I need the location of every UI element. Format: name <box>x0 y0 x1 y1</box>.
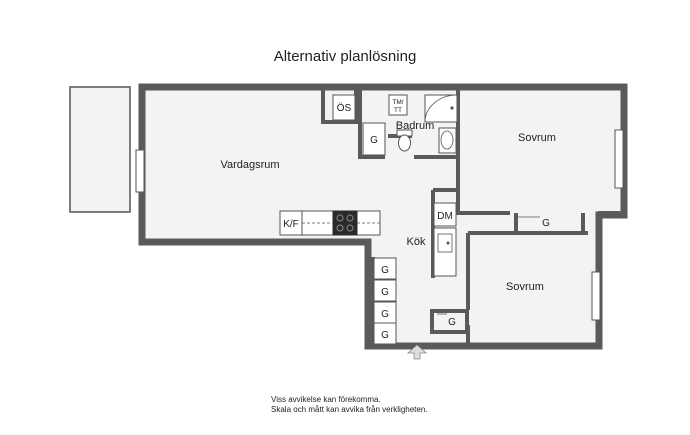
kitchen-sink <box>433 227 457 277</box>
os-closet <box>332 94 356 121</box>
closet-bedroom1-label: G <box>542 218 550 229</box>
closet-kitchen-1-label: G <box>381 265 389 276</box>
closet-kitchen-2-label: G <box>381 287 389 298</box>
shower <box>424 94 458 123</box>
room-vardagsrum: Vardagsrum <box>220 159 279 171</box>
room-kok: Kök <box>407 236 426 248</box>
room-sovrum-2: Sovrum <box>506 281 544 293</box>
interior-walls <box>321 88 620 344</box>
kitchen-counter <box>279 210 381 236</box>
disclaimer-line-1: Viss avvikelse kan förekomma. <box>271 395 381 404</box>
bath-sink <box>438 127 457 154</box>
washer-dryer <box>388 94 408 116</box>
windows <box>135 129 624 321</box>
room-sovrum-1: Sovrum <box>518 132 556 144</box>
closet-bedroom2-label: G <box>448 317 456 328</box>
apartment-outline <box>138 83 628 350</box>
closet-kitchen-3-label: G <box>381 309 389 320</box>
plan-title: Alternativ planlösning <box>273 48 417 65</box>
kitchen-cabinets <box>373 257 397 345</box>
balcony <box>69 86 131 213</box>
disclaimer-line-2: Skala och mått kan avvika från verklighe… <box>271 405 428 414</box>
disclaimer: Viss avvikelse kan förekomma. Skala och … <box>271 395 428 415</box>
os-label: ÖS <box>337 102 352 114</box>
tt-label: TT <box>394 107 402 114</box>
room-badrum: Badrum <box>396 120 435 132</box>
toilet <box>396 129 413 152</box>
stove <box>332 210 358 236</box>
kf-label: K/F <box>283 219 299 230</box>
entrance-arrow <box>406 344 428 360</box>
dm-label: DM <box>437 211 453 222</box>
closet-bath <box>362 122 386 156</box>
tm-label: TM/ <box>392 99 403 106</box>
dishwasher <box>433 202 457 227</box>
closet-bath-label: G <box>370 135 378 146</box>
closet-kitchen-4-label: G <box>381 330 389 341</box>
